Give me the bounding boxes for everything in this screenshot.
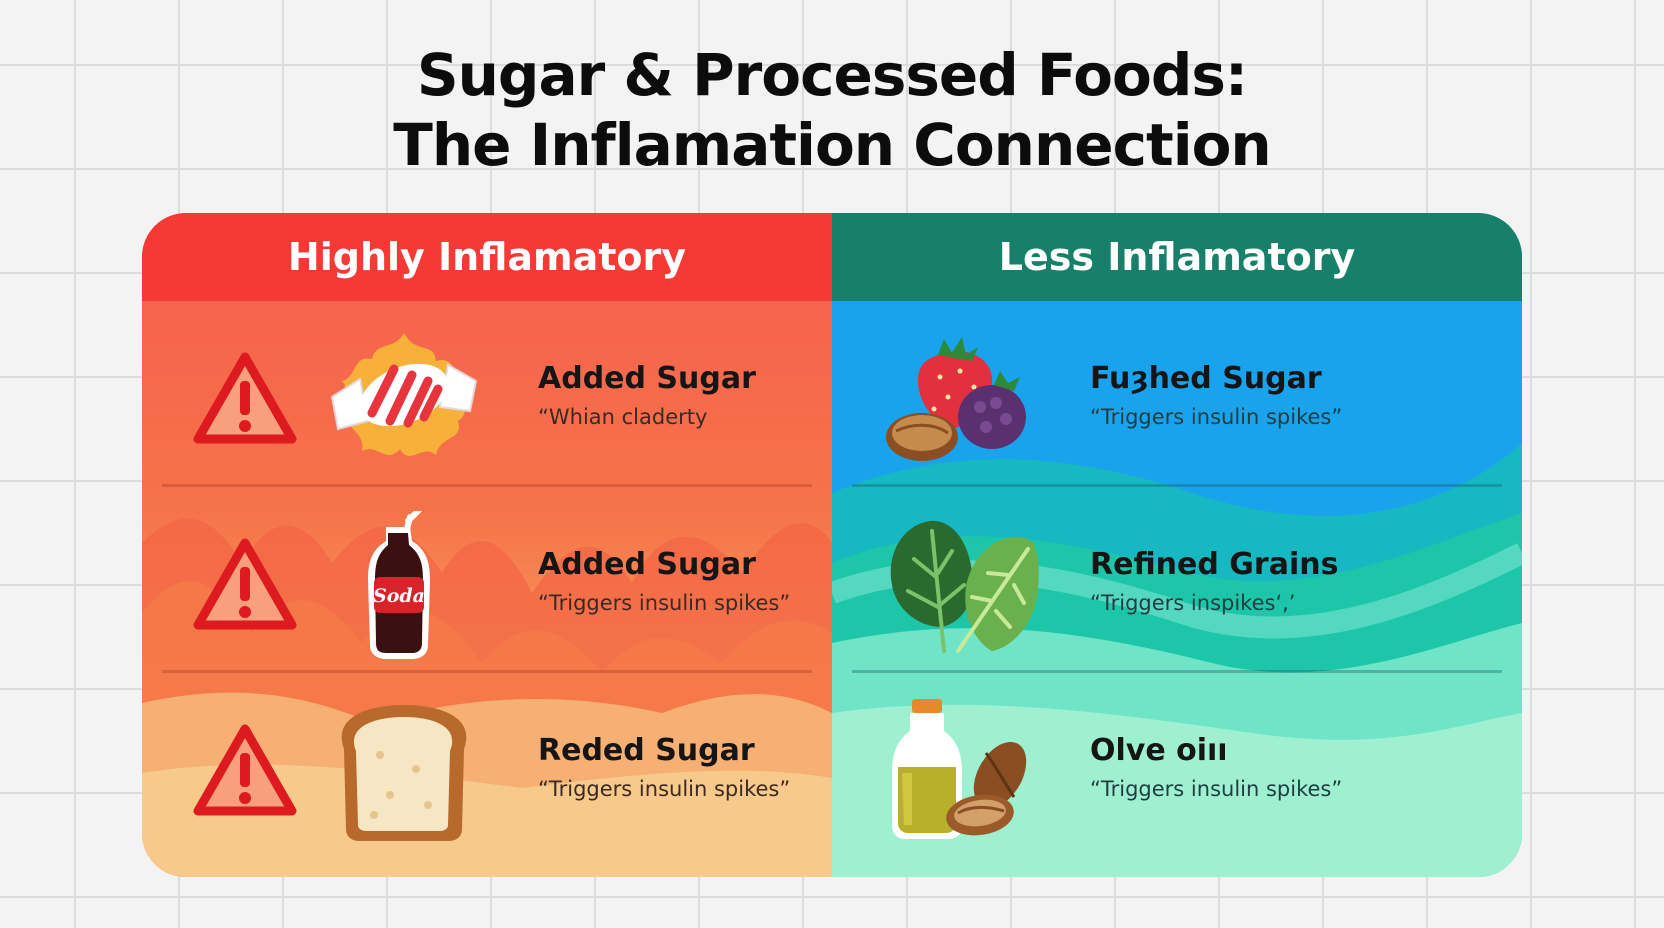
right-divider-2 [852,670,1502,673]
page-title: Sugar & Processed Foods: The Inflamation… [0,40,1664,180]
item-description: “Whian claderty [538,405,708,429]
soda-bottle-icon: Soda [368,511,430,659]
item-description: “Triggers insulin spikes” [538,777,791,801]
item-description: “Triggers insulin spikes” [1090,777,1343,801]
left-divider-1 [162,484,812,487]
item-name: Fuȝhed Sugar [1090,361,1322,396]
warning-icon [193,538,297,630]
right-divider-1 [852,484,1502,487]
warning-icon [193,352,297,444]
item-description: “Triggers insulin spikes” [1090,405,1343,429]
comparison-card: Highly Inflamatory Added Sugar “Whian cl… [142,213,1522,877]
title-line-1: Sugar & Processed Foods: [416,41,1248,109]
item-description: “Triggers inspikes‘,’ [1090,591,1296,615]
list-item-refined-grains: Refined Grains “Triggers inspikes‘,’ [832,505,1522,665]
leafy-greens-icon [890,520,1039,653]
berries-nuts-icon [886,337,1026,461]
item-name: Reded Sugar [538,733,755,768]
list-item-fushed-sugar: Fuȝhed Sugar “Triggers insulin spikes” [832,319,1522,479]
title-line-2: The Inflamation Connection [393,111,1271,179]
right-panel-header: Less Inflamatory [832,213,1522,301]
soda-label: Soda [373,585,425,607]
left-divider-2 [162,670,812,673]
list-item-olive-oil: Olve oiıı “Triggers insulin spikes” [832,691,1522,851]
list-item-added-sugar-soda: Soda Added Sugar “Triggers insulin spike… [142,505,832,665]
candy-icon [330,333,478,456]
item-description: “Triggers insulin spikes” [538,591,791,615]
warning-icon [193,724,297,816]
list-item-added-sugar-candy: Added Sugar “Whian claderty [142,319,832,479]
highly-inflammatory-panel: Highly Inflamatory Added Sugar “Whian cl… [142,213,832,877]
olive-oil-almond-icon [892,699,1027,839]
item-name: Olve oiıı [1090,733,1228,768]
item-name: Added Sugar [538,361,756,396]
less-inflammatory-panel: Less Inflamatory Fuȝhed Sugar “Triggers … [832,213,1522,877]
item-name: Refined Grains [1090,547,1339,582]
left-panel-header: Highly Inflamatory [142,213,832,301]
bread-icon [341,705,467,841]
item-name: Added Sugar [538,547,756,582]
left-wave-background [142,518,832,877]
list-item-reded-sugar-bread: Reded Sugar “Triggers insulin spikes” [142,691,832,851]
